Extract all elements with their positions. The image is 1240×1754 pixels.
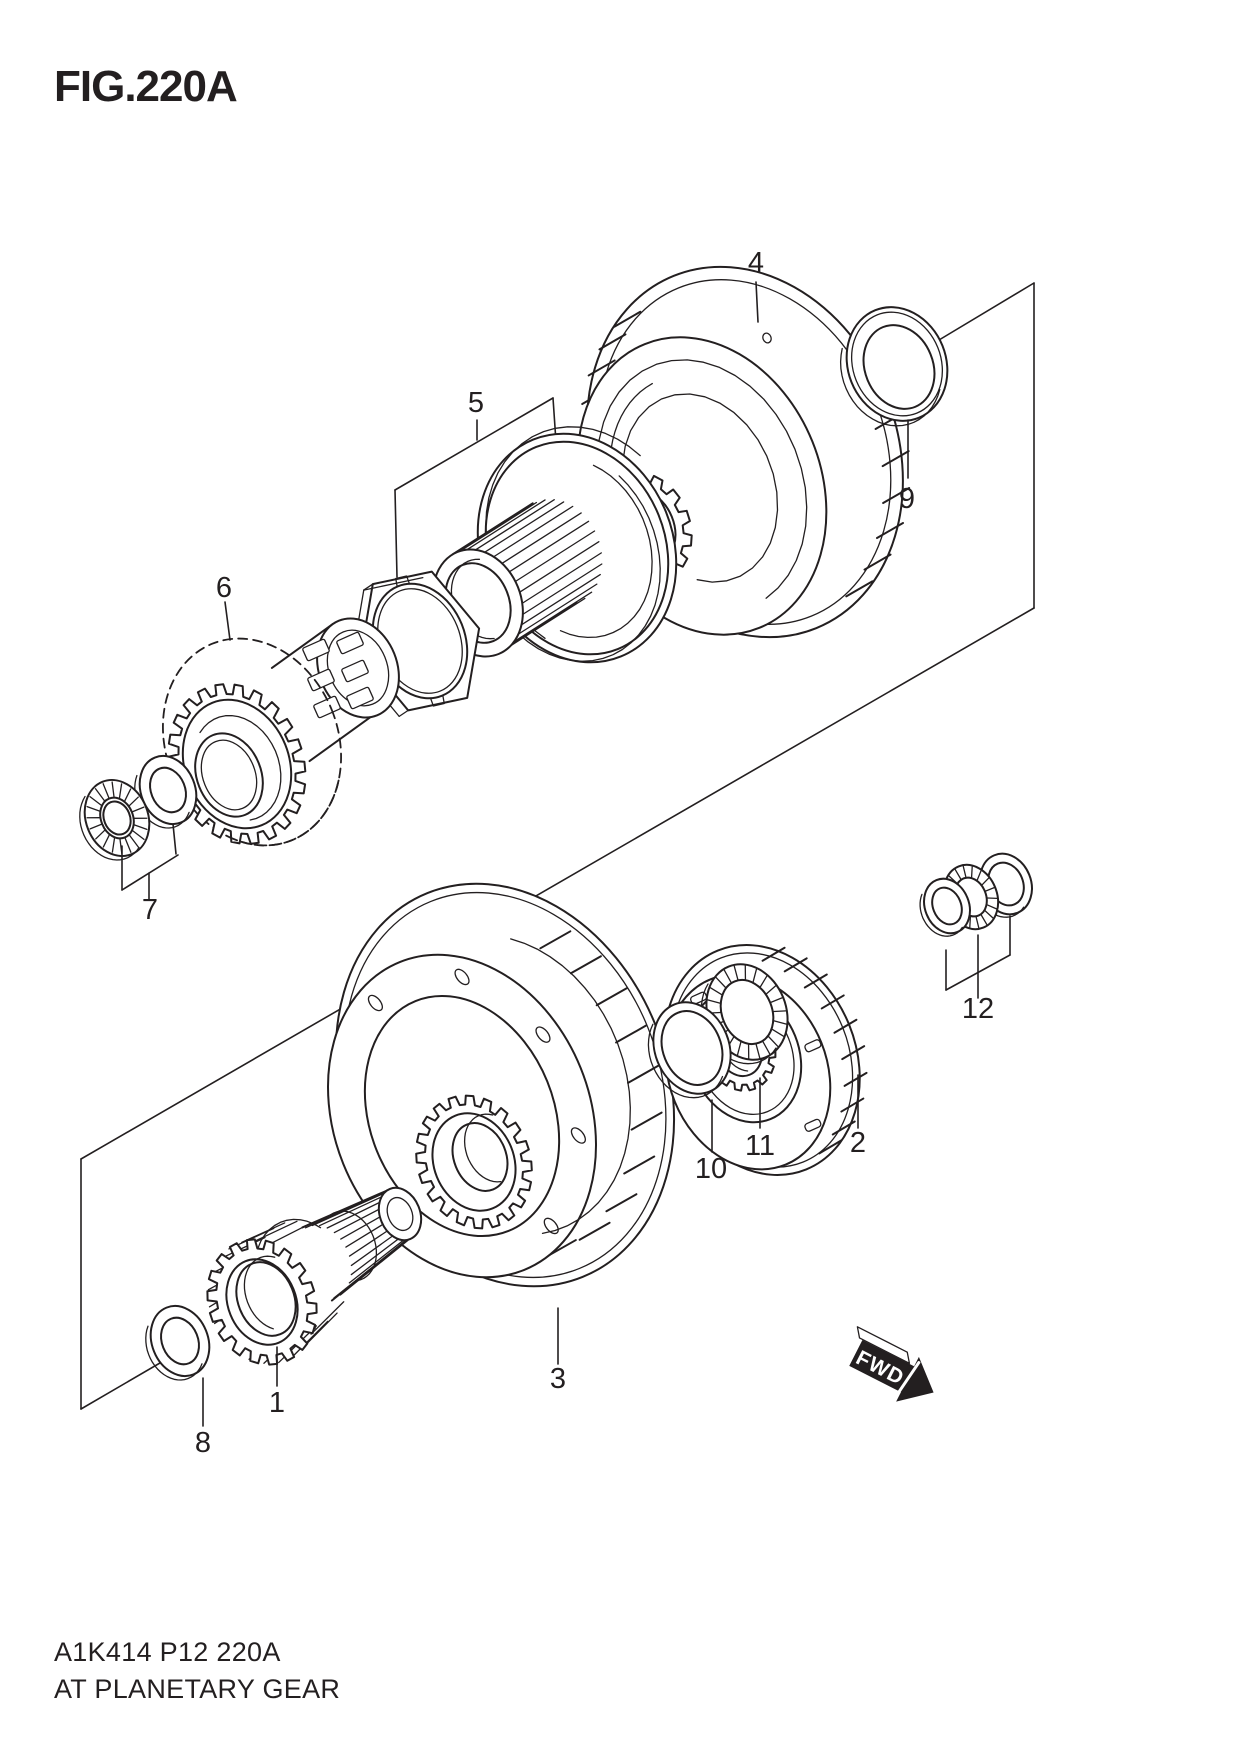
part-7-thrust-bearing-set — [79, 755, 198, 861]
callout-6: 6 — [216, 572, 232, 604]
leader-line-4 — [755, 281, 759, 323]
footer: A1K414 P12 220A AT PLANETARY GEAR — [54, 1634, 340, 1708]
part-8-washer — [145, 1305, 211, 1381]
fwd-arrow: FWD — [849, 1326, 934, 1402]
part-3-planetary-carrier — [327, 882, 676, 1288]
callout-11: 11 — [745, 1130, 775, 1162]
callout-10: 10 — [695, 1153, 727, 1185]
callout-7: 7 — [142, 894, 158, 926]
leader-line-6 — [224, 601, 231, 641]
footer-part-code: A1K414 P12 220A — [54, 1637, 281, 1667]
part-1-input-pinion — [206, 1186, 423, 1366]
figure-title: FIG.220A — [54, 62, 238, 111]
part-9-seal-ring — [839, 306, 949, 427]
part-11-needle-bearing — [700, 963, 789, 1065]
assembly-plane-lines — [80, 282, 1035, 1410]
footer-part-name: AT PLANETARY GEAR — [54, 1674, 341, 1704]
leader-line-12 — [945, 954, 1011, 991]
part-10-ring — [647, 1001, 732, 1099]
callout-4: 4 — [748, 247, 764, 279]
callout-9: 9 — [899, 483, 915, 515]
part-6-sun-gear-and-cage — [162, 617, 400, 847]
callout-3: 3 — [550, 1363, 566, 1395]
callout-1: 1 — [269, 1387, 285, 1419]
callout-5: 5 — [468, 387, 484, 419]
callout-8: 8 — [195, 1427, 211, 1459]
part-12-bearing-washer-set — [919, 852, 1033, 937]
leader-line-7 — [172, 823, 177, 855]
callout-2: 2 — [850, 1127, 866, 1159]
callout-12: 12 — [962, 993, 994, 1025]
leader-line-7 — [121, 854, 179, 891]
